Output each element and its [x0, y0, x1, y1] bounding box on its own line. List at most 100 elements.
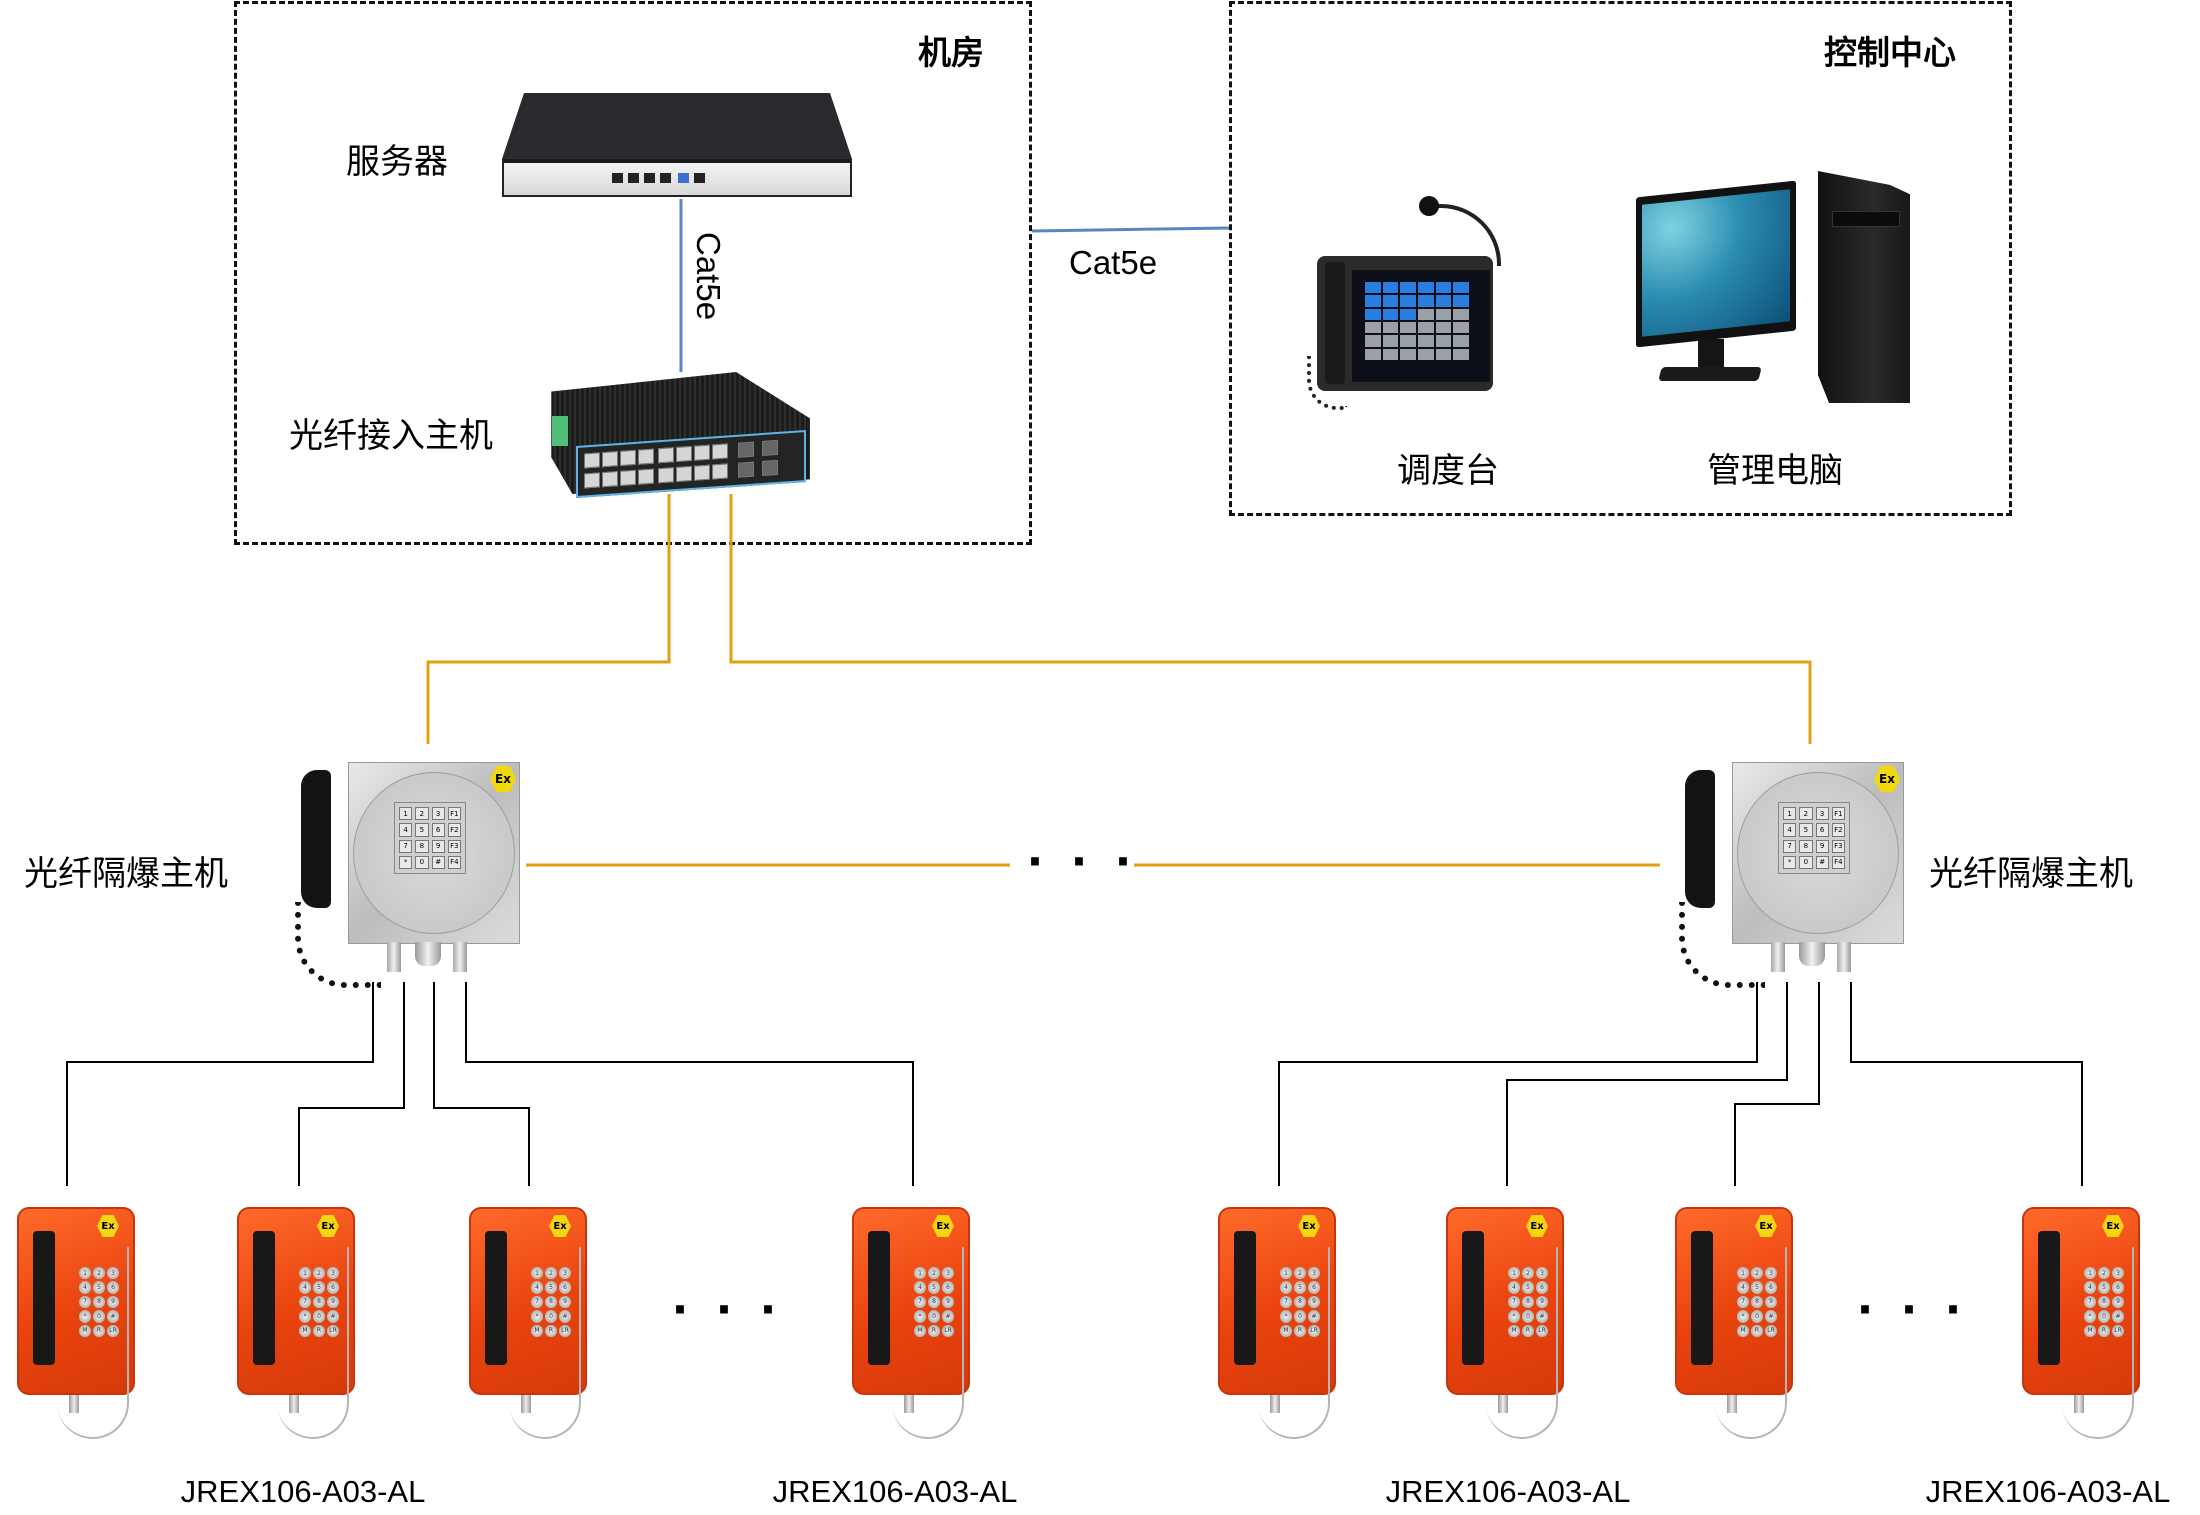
- keypad-key: 4: [1280, 1281, 1292, 1294]
- keypad-key: 2: [545, 1267, 557, 1280]
- keypad-key: 2: [313, 1267, 325, 1280]
- phone-line-1: [66, 982, 374, 1186]
- cable-label-server-switch: Cat5e: [690, 232, 727, 321]
- keypad-key: 0: [2098, 1310, 2110, 1323]
- ex-badge-icon: Ex: [1298, 1215, 1320, 1237]
- keypad-key: 4: [1737, 1281, 1749, 1294]
- ellipsis-phones-right: · · ·: [1856, 1284, 1968, 1336]
- keypad-key: #: [327, 1310, 339, 1323]
- keypad-key: 3: [431, 807, 445, 821]
- keypad-key: 2: [928, 1267, 940, 1280]
- keypad-key: 0: [1799, 855, 1813, 869]
- keypad-key: 5: [1294, 1281, 1306, 1294]
- keypad-key: *: [1783, 855, 1797, 869]
- keypad-key: 9: [431, 839, 445, 853]
- keypad-key: 7: [399, 839, 413, 853]
- keypad-key: #: [2112, 1310, 2124, 1323]
- phone-line-2: [298, 982, 405, 1186]
- keypad-key: 0: [928, 1310, 940, 1323]
- keypad-key: 8: [415, 839, 429, 853]
- keypad-key: 3: [1765, 1267, 1777, 1280]
- dispatch-console-icon[interactable]: [1307, 196, 1553, 410]
- keypad-key: 7: [1783, 839, 1797, 853]
- keypad-key: 1: [914, 1267, 926, 1280]
- armored-cord-icon: [57, 1247, 129, 1439]
- management-pc-label: 管理电脑: [1707, 451, 1843, 491]
- zone-control-center: [1229, 1, 2012, 516]
- phone-line-3: [433, 982, 530, 1186]
- keypad-key: F3: [447, 839, 461, 853]
- keypad-key: 1: [531, 1267, 543, 1280]
- keypad-key: 3: [327, 1267, 339, 1280]
- keypad-key: *: [399, 855, 413, 869]
- keypad-key: 3: [1308, 1267, 1320, 1280]
- keypad-key: LR: [559, 1324, 571, 1337]
- keypad-key: LR: [1308, 1324, 1320, 1337]
- keypad-key: R: [1751, 1324, 1763, 1337]
- network-switch-icon[interactable]: [546, 372, 810, 499]
- keypad-key: M: [914, 1324, 926, 1337]
- keypad-key: F4: [447, 855, 461, 869]
- keypad-key: 6: [1765, 1281, 1777, 1294]
- keypad-key: 7: [1737, 1295, 1749, 1309]
- keypad-key: 5: [545, 1281, 557, 1294]
- keypad-key: 7: [299, 1295, 311, 1309]
- keypad-key: 6: [327, 1281, 339, 1294]
- keypad-key: #: [1765, 1310, 1777, 1323]
- keypad-key: M: [1737, 1324, 1749, 1337]
- keypad-key: F3: [1831, 839, 1845, 853]
- keypad-key: 9: [942, 1295, 954, 1309]
- keypad-key: 2: [1294, 1267, 1306, 1280]
- keypad-key: 8: [2098, 1295, 2110, 1309]
- keypad-key: 0: [1751, 1310, 1763, 1323]
- keypad-key: M: [531, 1324, 543, 1337]
- keypad-key: R: [313, 1324, 325, 1337]
- keypad-key: 8: [93, 1295, 105, 1309]
- keypad-key: 5: [93, 1281, 105, 1294]
- armored-cord-icon: [1486, 1247, 1558, 1439]
- zone-machine-room: [234, 1, 1032, 545]
- keypad-key: 6: [1536, 1281, 1548, 1294]
- keypad-key: LR: [2112, 1324, 2124, 1337]
- keypad-key: F1: [447, 807, 461, 821]
- keypad-key: 6: [942, 1281, 954, 1294]
- keypad-key: 3: [559, 1267, 571, 1280]
- zone-title-machine-room: 机房: [918, 33, 984, 72]
- keypad-key: 1: [299, 1267, 311, 1280]
- keypad-key: 3: [107, 1267, 119, 1280]
- keypad-key: *: [1508, 1310, 1520, 1323]
- keypad-key: 7: [914, 1295, 926, 1309]
- ex-badge-icon: Ex: [97, 1215, 119, 1237]
- keypad-key: *: [2084, 1310, 2096, 1323]
- fiber-line-right-host: [729, 494, 1812, 744]
- desktop-computer-icon[interactable]: [1636, 171, 1916, 405]
- handset-icon: [1685, 770, 1715, 908]
- server-label: 服务器: [346, 142, 448, 182]
- armored-cord-icon: [277, 1247, 349, 1439]
- keypad-key: 8: [313, 1295, 325, 1309]
- server-icon[interactable]: [502, 93, 852, 199]
- keypad-key: 7: [531, 1295, 543, 1309]
- keypad-key: 1: [79, 1267, 91, 1280]
- ex-badge-icon: Ex: [1526, 1215, 1548, 1237]
- keypad-key: 4: [1783, 823, 1797, 837]
- keypad-key: 1: [1737, 1267, 1749, 1280]
- armored-cord-icon: [1258, 1247, 1330, 1439]
- fiber-line-left-host: [426, 494, 671, 744]
- keypad-key: LR: [942, 1324, 954, 1337]
